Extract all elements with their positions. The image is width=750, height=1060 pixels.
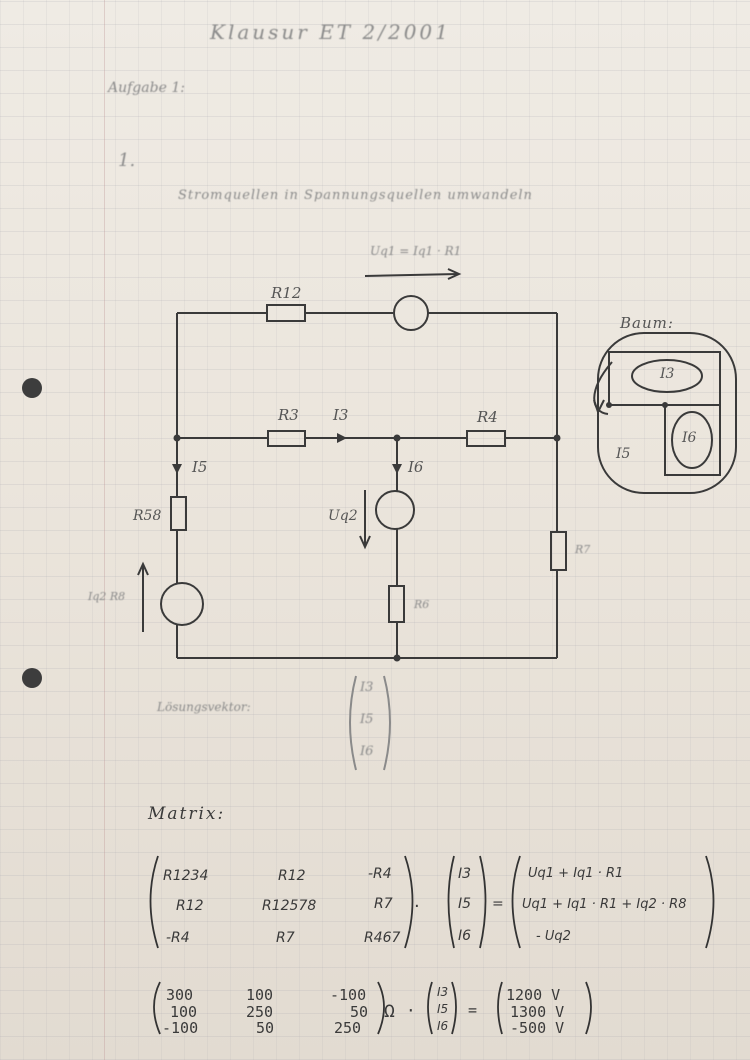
num-r2c2: 250 [246,1003,274,1021]
current-I6: I6 [458,928,472,944]
resistor-r6 [388,585,405,623]
tree-title: Baum: [620,314,674,332]
num-r3c3: 250 [334,1019,362,1037]
dot-operator: · [414,896,420,917]
matrix-cell-r3c2: R7 [276,930,295,946]
label-r12: R12 [271,284,302,302]
num-rhs-3: -500 V [510,1019,565,1037]
i6-arrow [392,464,402,474]
label-r3: R3 [278,406,299,424]
label-r6: R6 [414,598,430,611]
num-dot-operator: · [406,1001,416,1020]
source-direction-arrow [364,273,459,277]
rhs-row-3: - Uq2 [536,929,571,944]
equals-sign: = [492,896,504,912]
vector-entry-3: I6 [360,744,374,759]
num-r3c2: 50 [256,1019,275,1037]
num-current-I5: I5 [437,1002,449,1016]
num-r2c3: 50 [350,1003,369,1021]
matrix-cell-r2c2: R12578 [262,898,317,914]
arrow-head [447,268,462,280]
tree-label-i5: I5 [616,446,631,462]
label-i5: I5 [192,458,208,476]
tree-loop-lower [664,405,721,476]
num-rhs-2: 1300 V [510,1003,565,1021]
voltage-source-uq1 [393,295,429,331]
exam-title: Klausur ET 2/2001 [210,20,451,44]
i3-arrow [337,433,347,443]
num-r2c1: 100 [170,1003,198,1021]
resistor-r3 [267,430,306,447]
rhs-row-2: Uq1 + Iq1 · R1 + Iq2 · R8 [522,897,687,912]
num-r3c1: -100 [162,1019,199,1037]
subtask-number: 1. [118,150,136,171]
num-current-I6: I6 [437,1019,449,1033]
current-I3: I3 [458,866,472,882]
matrix-cell-r1c3: -R4 [368,866,392,882]
num-rhs-1: 1200 V [506,986,561,1004]
matrix-cell-r2c1: R12 [176,898,204,914]
tree-loop-upper [608,351,721,406]
vector-entry-1: I3 [360,680,374,695]
ohm-unit: Ω [384,1001,395,1022]
num-r1c3: -100 [330,986,367,1004]
rhs-row-1: Uq1 + Iq1 · R1 [528,866,624,881]
num-current-I3: I3 [437,985,449,999]
matrix-cell-r1c2: R12 [278,868,306,884]
margin-line [104,0,105,1060]
source-equation: Uq1 = Iq1 · R1 [370,244,462,258]
loop-i6 [671,411,713,469]
num-r1c1: 300 [166,986,194,1004]
label-iq2-r8: Iq2 R8 [88,590,126,603]
matrix-cell-r3c3: R467 [364,930,401,946]
punch-hole-bottom [22,668,42,688]
matrix-cell-r3c1: -R4 [166,930,190,946]
task-heading: Aufgabe 1: [108,80,185,96]
resistor-r58 [170,496,187,531]
punch-hole-top [22,378,42,398]
label-uq2: Uq2 [328,508,358,524]
tree-outline [597,332,737,494]
resistor-r7 [550,531,567,571]
solution-label: Lösungsvektor: [157,700,251,714]
i5-arrow [172,464,182,474]
label-i6: I6 [408,458,424,476]
num-r1c2: 100 [246,986,274,1004]
instruction-text: Stromquellen in Spannungsquellen umwande… [178,188,533,203]
num-equals-sign: = [468,1001,478,1019]
voltage-source-uq2 [375,490,415,530]
tree-label-i6: I6 [682,430,697,446]
tree-label-i3: I3 [660,366,675,382]
current-I5: I5 [458,896,472,912]
matrix-label: Matrix: [148,804,226,824]
label-r7: R7 [575,543,591,556]
label-r58: R58 [133,508,162,524]
resistor-r4 [466,430,506,447]
label-r4: R4 [477,408,498,426]
loop-i5-arc [593,361,613,415]
label-i3: I3 [333,406,349,424]
resistor-r12 [266,304,306,322]
vector-entry-2: I5 [360,712,374,727]
current-source-iq2 [160,582,204,626]
matrix-cell-r2c3: R7 [374,896,393,912]
loop-i3 [631,359,703,393]
matrix-cell-r1c1: R1234 [163,868,209,884]
